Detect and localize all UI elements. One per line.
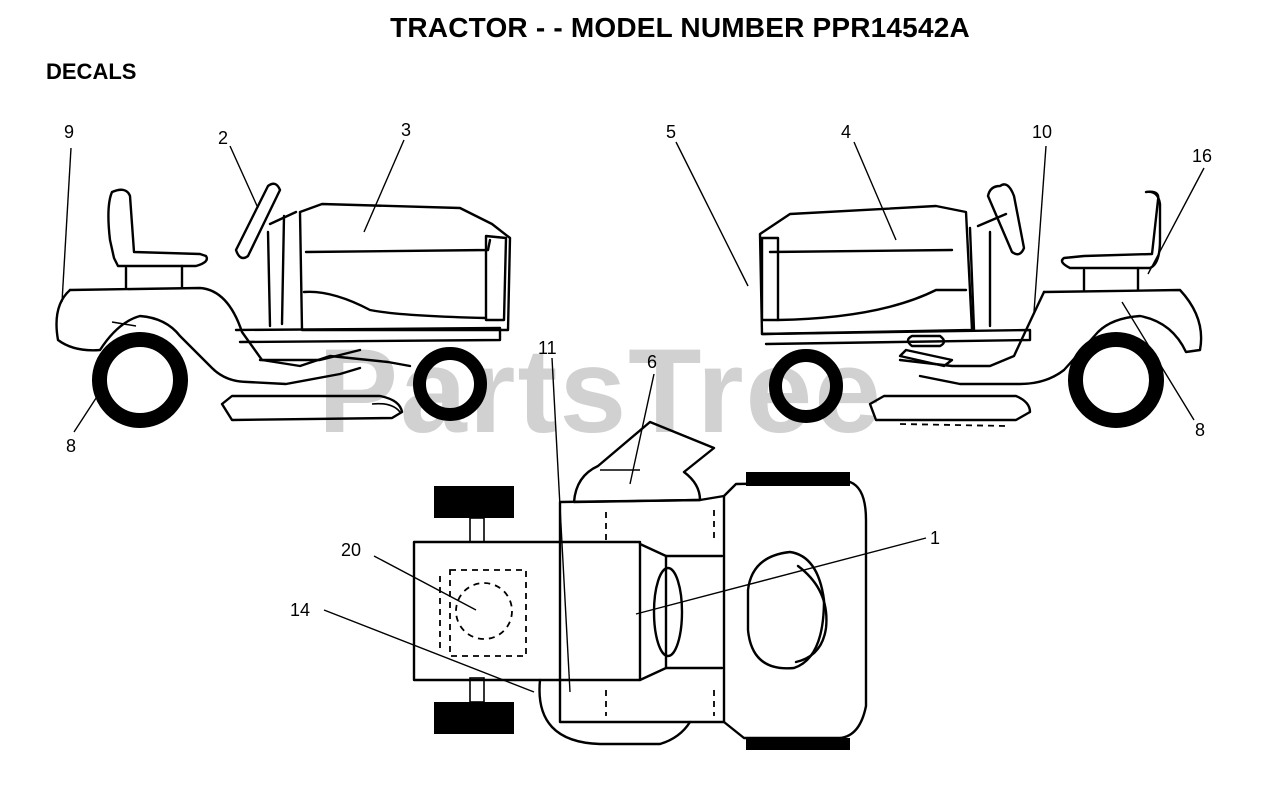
callout-5: 5 (666, 122, 676, 142)
callout-4: 4 (841, 122, 851, 142)
callout-14: 14 (290, 600, 310, 620)
callout-6: 6 (647, 352, 657, 372)
leader-lines (61, 139, 1205, 693)
watermark: PartsTree (318, 324, 884, 458)
section-heading: DECALS (46, 59, 137, 84)
tractor-top-view (412, 420, 868, 750)
callout-3: 3 (401, 120, 411, 140)
callout-9: 9 (64, 122, 74, 142)
callout-2: 2 (218, 128, 228, 148)
callout-20: 20 (341, 540, 361, 560)
callout-1: 1 (930, 528, 940, 548)
callout-11: 11 (538, 338, 557, 358)
tractor-right-side-view (758, 183, 1203, 428)
page-title: TRACTOR - - MODEL NUMBER PPR14542A (390, 12, 970, 43)
callout-8-right: 8 (1195, 420, 1205, 440)
callout-16: 16 (1192, 146, 1212, 166)
callout-8-left: 8 (66, 436, 76, 456)
tractor-left-side-view (55, 182, 512, 428)
callout-10: 10 (1032, 122, 1052, 142)
callout-numbers: 9 2 3 8 5 4 10 16 8 11 6 20 1 14 (64, 120, 1212, 620)
